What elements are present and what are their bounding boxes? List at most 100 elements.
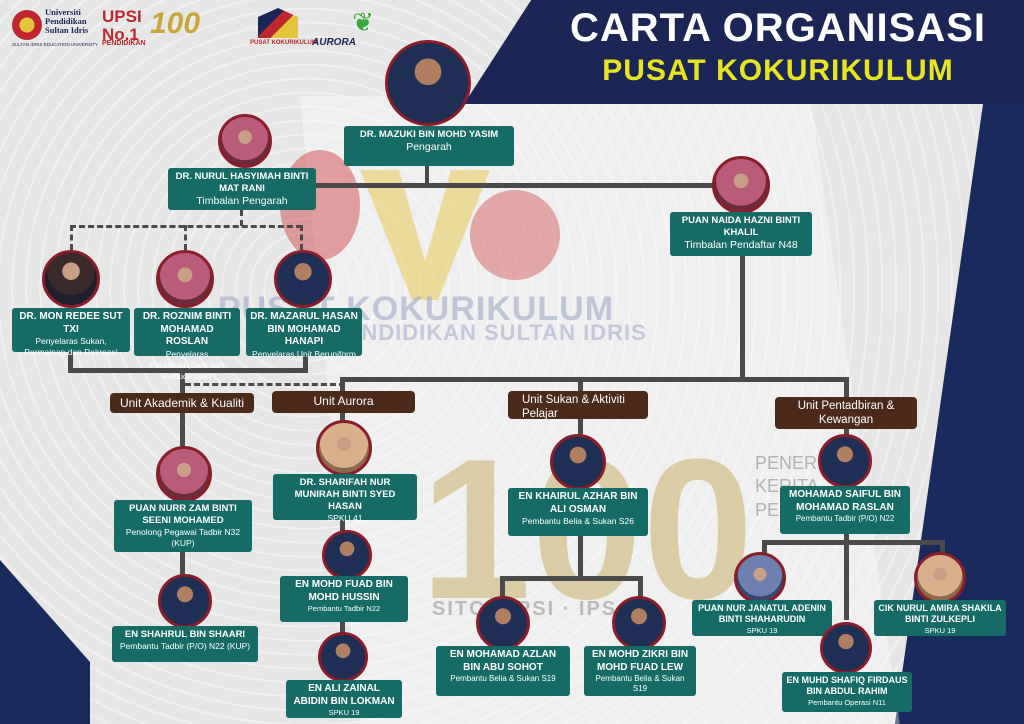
upsi-no1-logo: UPSI No.1 (102, 7, 142, 44)
kokurikulum-logo-mark (258, 8, 298, 38)
watermark-red-arc-right (470, 190, 560, 280)
line-registrar-to-units (740, 256, 745, 380)
registrar-name: PUAN NAIDA HAZNI BINTI KHALIL (681, 215, 801, 238)
unit-akademik: Unit Akademik & Kualiti (110, 393, 254, 413)
upsi-crest-logo (12, 10, 42, 40)
line-sukan-horizontal (500, 576, 642, 581)
photo-akad2 (158, 574, 212, 628)
card-registrar: PUAN NAIDA HAZNI BINTI KHALIL Timbalan P… (670, 212, 812, 256)
header-band (464, 0, 1024, 104)
aurora1-name: DR. SHARIFAH NUR MUNIRAH BINTI SYED HASA… (294, 477, 396, 512)
line-aurora-chain (340, 412, 345, 637)
photo-admin2 (734, 552, 786, 604)
sukan3-name: EN MOHD ZIKRI BIN MOHD FUAD LEW (591, 649, 689, 673)
photo-admin1 (818, 434, 872, 488)
coord3-name: DR. MAZARUL HASAN BIN MOHAMAD HANAPI (250, 311, 358, 347)
unit-pentadbiran: Unit Pentadbiran & Kewangan (775, 397, 917, 429)
centenary-logo: 100 (150, 7, 201, 40)
line-dash-akademik-aurora (185, 383, 345, 386)
akad1-name: PUAN NURR ZAM BINTI SEENI MOHAMED (129, 503, 237, 526)
watermark-text-2: PENDIDIKAN SULTAN IDRIS (330, 320, 647, 345)
photo-coord3 (274, 250, 332, 308)
akad2-position: Pembantu Tadbir (P/O) N22 (KUP) (119, 640, 251, 651)
sukan1-name: EN KHAIRUL AZHAR BIN ALI OSMAN (518, 491, 638, 515)
card-admin3: CIK NURUL AMIRA SHAKILA BINTI ZULKEPLI S… (874, 600, 1006, 636)
line-to-pentadbiran (844, 377, 849, 397)
page-subtitle: PUSAT KOKURIKULUM (602, 54, 954, 87)
director-name: DR. MAZUKI BIN MOHD YASIM (359, 129, 499, 140)
coord2-position: Penyelaras Persatuan,Seni dan Kebudayaan (149, 348, 225, 381)
leaf-icon: ❦ (352, 7, 374, 37)
line-coord1-down (68, 352, 73, 372)
line-dash-coord2 (184, 225, 187, 250)
photo-director (385, 40, 471, 126)
akad1-position: Penolong Pegawai Tadbir N32 (KUP) (125, 526, 241, 548)
unit-aurora: Unit Aurora (272, 391, 415, 413)
line-coord-to-akademik (180, 368, 185, 396)
card-aurora2: EN MOHD FUAD BIN MOHD HUSSIN Pembantu Ta… (280, 576, 408, 622)
photo-aurora3 (318, 632, 368, 682)
coord2-name: DR. ROZNIM BINTI MOHAMAD ROSLAN (142, 311, 232, 347)
coord3-position: Penyelaras Unit Beruniform (252, 348, 356, 359)
photo-sukan2 (476, 596, 530, 650)
line-to-sukan (578, 377, 583, 393)
photo-coord2 (156, 250, 214, 308)
kokurikulum-logo-text: PUSAT KOKURIKULUM (250, 40, 317, 46)
card-akad2: EN SHAHRUL BIN SHAARI Pembantu Tadbir (P… (112, 626, 258, 662)
bg-navy-shape-left (0, 560, 90, 724)
upsi-no1-sub: PENDIDIKAN (102, 40, 146, 47)
page-title: CARTA ORGANISASI (570, 6, 986, 50)
line-admin-horizontal (762, 540, 944, 545)
line-director-down (425, 165, 429, 187)
card-admin4: EN MUHD SHAFIQ FIRDAUS BIN ABDUL RAHIM P… (782, 672, 912, 712)
line-coord3-down (303, 352, 308, 372)
deputy-position: Timbalan Pengarah (196, 194, 288, 207)
card-deputy: DR. NURUL HASYIMAH BINTI MAT RANI Timbal… (168, 168, 316, 210)
line-admin-right-down (940, 540, 945, 554)
line-dash-deputy-down (240, 210, 243, 226)
deputy-name: DR. NURUL HASYIMAH BINTI MAT RANI (175, 171, 309, 194)
photo-aurora1 (316, 420, 372, 476)
admin3-name: CIK NURUL AMIRA SHAKILA BINTI ZULKEPLI (878, 603, 1002, 625)
line-dash-coord-horizontal (70, 225, 302, 228)
photo-admin3 (914, 552, 966, 604)
photo-aurora2 (322, 530, 372, 580)
line-admin-left-down (762, 540, 767, 554)
sukan1-position: Pembantu Belia & Sukan S26 (522, 516, 634, 526)
card-admin1: MOHAMAD SAIFUL BIN MOHAMAD RASLAN Pemban… (780, 486, 910, 534)
photo-akad1 (156, 446, 212, 502)
admin3-position: SPKU 19 (924, 625, 956, 635)
admin2-position: SPKU 19 (746, 625, 778, 635)
registrar-position: Timbalan Pendaftar N48 (684, 238, 798, 251)
card-aurora1: DR. SHARIFAH NUR MUNIRAH BINTI SYED HASA… (273, 474, 417, 523)
unit-sukan: Unit Sukan & Aktiviti Pelajar (508, 391, 648, 420)
aurora-logo-text: AURORA (312, 37, 356, 48)
photo-admin4 (820, 622, 872, 674)
card-coord1: DR. MON REDEE SUT TXI Penyelaras Sukan, … (12, 308, 130, 357)
aurora3-position: SPKU 19 (328, 708, 360, 717)
photo-coord1 (42, 250, 100, 308)
line-coord-bottom (68, 368, 308, 373)
line-units-horizontal (340, 377, 848, 382)
sukan3-position: Pembantu Belia & Sukan S19 (595, 674, 685, 694)
line-dash-coord1 (70, 225, 73, 250)
admin1-name: MOHAMAD SAIFUL BIN MOHAMAD RASLAN (788, 489, 902, 513)
aurora1-position: SPKU 41 (327, 512, 363, 523)
coord1-name: DR. MON REDEE SUT TXI (19, 311, 123, 335)
card-director: DR. MAZUKI BIN MOHD YASIM Pengarah (344, 126, 514, 166)
admin2-name: PUAN NUR JANATUL ADENIN BINTI SHAHARUDIN (698, 603, 826, 625)
photo-registrar (712, 156, 770, 214)
aurora2-name: EN MOHD FUAD BIN MOHD HUSSIN (295, 579, 393, 603)
photo-deputy (218, 114, 272, 168)
card-sukan1: EN KHAIRUL AZHAR BIN ALI OSMAN Pembantu … (508, 488, 648, 536)
card-aurora3: EN ALI ZAINAL ABIDIN BIN LOKMAN SPKU 19 (286, 680, 402, 718)
aurora3-name: EN ALI ZAINAL ABIDIN BIN LOKMAN (293, 683, 395, 707)
director-position: Pengarah (406, 140, 452, 153)
line-dash-coord3 (300, 225, 303, 250)
upsi-name-logo: Universiti Pendidikan Sultan Idris (45, 8, 95, 35)
card-akad1: PUAN NURR ZAM BINTI SEENI MOHAMED Penolo… (114, 500, 252, 552)
photo-sukan3 (612, 596, 666, 650)
akad2-name: EN SHAHRUL BIN SHAARI (124, 629, 246, 640)
card-sukan2: EN MOHAMAD AZLAN BIN ABU SOHOT Pembantu … (436, 646, 570, 696)
